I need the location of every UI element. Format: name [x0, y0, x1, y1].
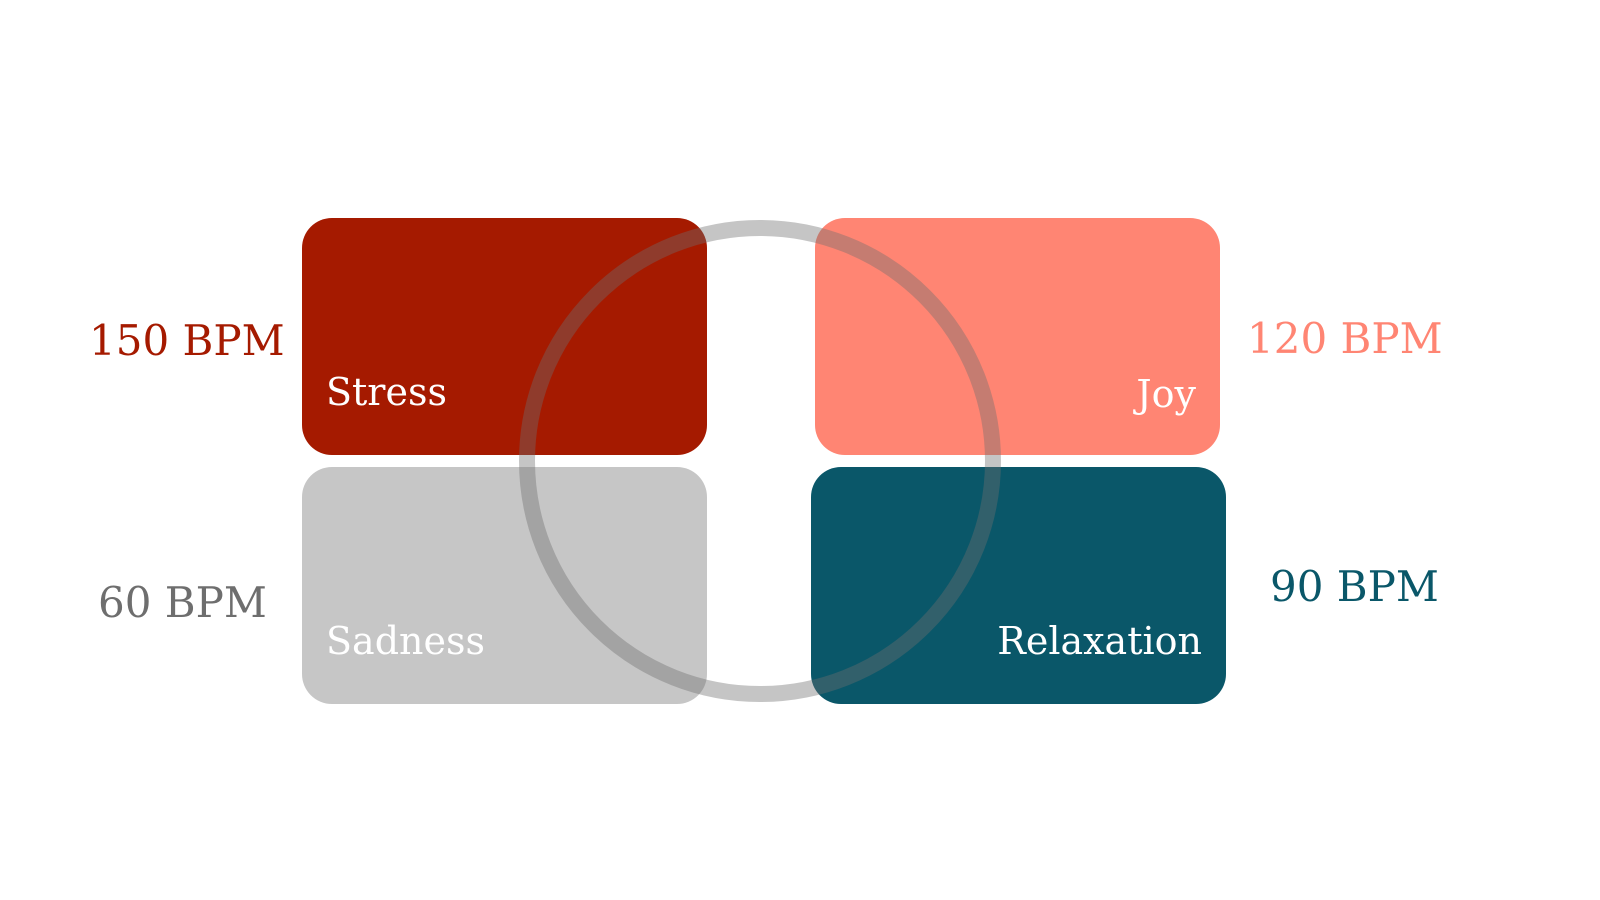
joy-label: Joy [1136, 372, 1196, 416]
stress-box: Stress [302, 218, 707, 455]
relaxation-bpm-label: 90 BPM [1270, 562, 1439, 611]
joy-box: Joy [815, 218, 1220, 455]
sadness-bpm-label: 60 BPM [98, 578, 267, 627]
stress-bpm-label: 150 BPM [89, 316, 285, 365]
relaxation-label: Relaxation [997, 619, 1202, 663]
sadness-label: Sadness [326, 619, 485, 663]
sadness-box: Sadness [302, 467, 707, 704]
relaxation-box: Relaxation [811, 467, 1226, 704]
joy-bpm-label: 120 BPM [1247, 314, 1443, 363]
stress-label: Stress [326, 370, 447, 414]
